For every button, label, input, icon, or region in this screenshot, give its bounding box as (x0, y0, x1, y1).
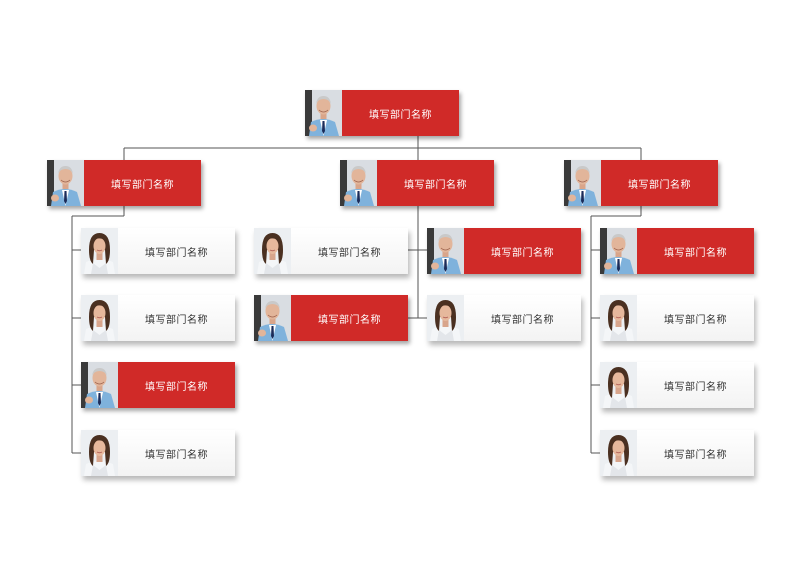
man-photo-icon (600, 228, 637, 274)
node-level1-left[interactable]: 填写部门名称 (47, 160, 201, 206)
node-label: 填写部门名称 (628, 179, 691, 191)
node-label: 填写部门名称 (111, 179, 174, 191)
node-right-3[interactable]: 填写部门名称 (600, 362, 754, 408)
man-photo-icon (254, 295, 291, 341)
node-left-1[interactable]: 填写部门名称 (81, 228, 235, 274)
node-mid-right-1[interactable]: 填写部门名称 (427, 228, 581, 274)
node-label: 填写部门名称 (145, 449, 208, 461)
node-left-4[interactable]: 填写部门名称 (81, 430, 235, 476)
man-photo-icon (81, 362, 118, 408)
node-label: 填写部门名称 (664, 314, 727, 326)
node-label: 填写部门名称 (145, 247, 208, 259)
woman-photo-icon (427, 295, 464, 341)
node-mid-left-1[interactable]: 填写部门名称 (254, 228, 408, 274)
node-left-2[interactable]: 填写部门名称 (81, 295, 235, 341)
node-left-3[interactable]: 填写部门名称 (81, 362, 235, 408)
woman-photo-icon (81, 295, 118, 341)
node-right-2[interactable]: 填写部门名称 (600, 295, 754, 341)
node-label: 填写部门名称 (664, 381, 727, 393)
node-label: 填写部门名称 (318, 314, 381, 326)
node-label: 填写部门名称 (318, 247, 381, 259)
woman-photo-icon (254, 228, 291, 274)
node-mid-right-2[interactable]: 填写部门名称 (427, 295, 581, 341)
node-root[interactable]: 填写部门名称 (305, 90, 459, 136)
man-photo-icon (340, 160, 377, 206)
node-right-4[interactable]: 填写部门名称 (600, 430, 754, 476)
man-photo-icon (47, 160, 84, 206)
node-label: 填写部门名称 (491, 247, 554, 259)
node-label: 填写部门名称 (145, 381, 208, 393)
woman-photo-icon (600, 430, 637, 476)
node-label: 填写部门名称 (404, 179, 467, 191)
node-mid-left-2[interactable]: 填写部门名称 (254, 295, 408, 341)
node-label: 填写部门名称 (491, 314, 554, 326)
woman-photo-icon (81, 430, 118, 476)
node-label: 填写部门名称 (664, 449, 727, 461)
node-label: 填写部门名称 (664, 247, 727, 259)
woman-photo-icon (81, 228, 118, 274)
node-label: 填写部门名称 (145, 314, 208, 326)
man-photo-icon (305, 90, 342, 136)
node-label: 填写部门名称 (369, 109, 432, 121)
node-right-1[interactable]: 填写部门名称 (600, 228, 754, 274)
woman-photo-icon (600, 362, 637, 408)
man-photo-icon (427, 228, 464, 274)
node-level1-right[interactable]: 填写部门名称 (564, 160, 718, 206)
man-photo-icon (564, 160, 601, 206)
woman-photo-icon (600, 295, 637, 341)
node-level1-mid[interactable]: 填写部门名称 (340, 160, 494, 206)
